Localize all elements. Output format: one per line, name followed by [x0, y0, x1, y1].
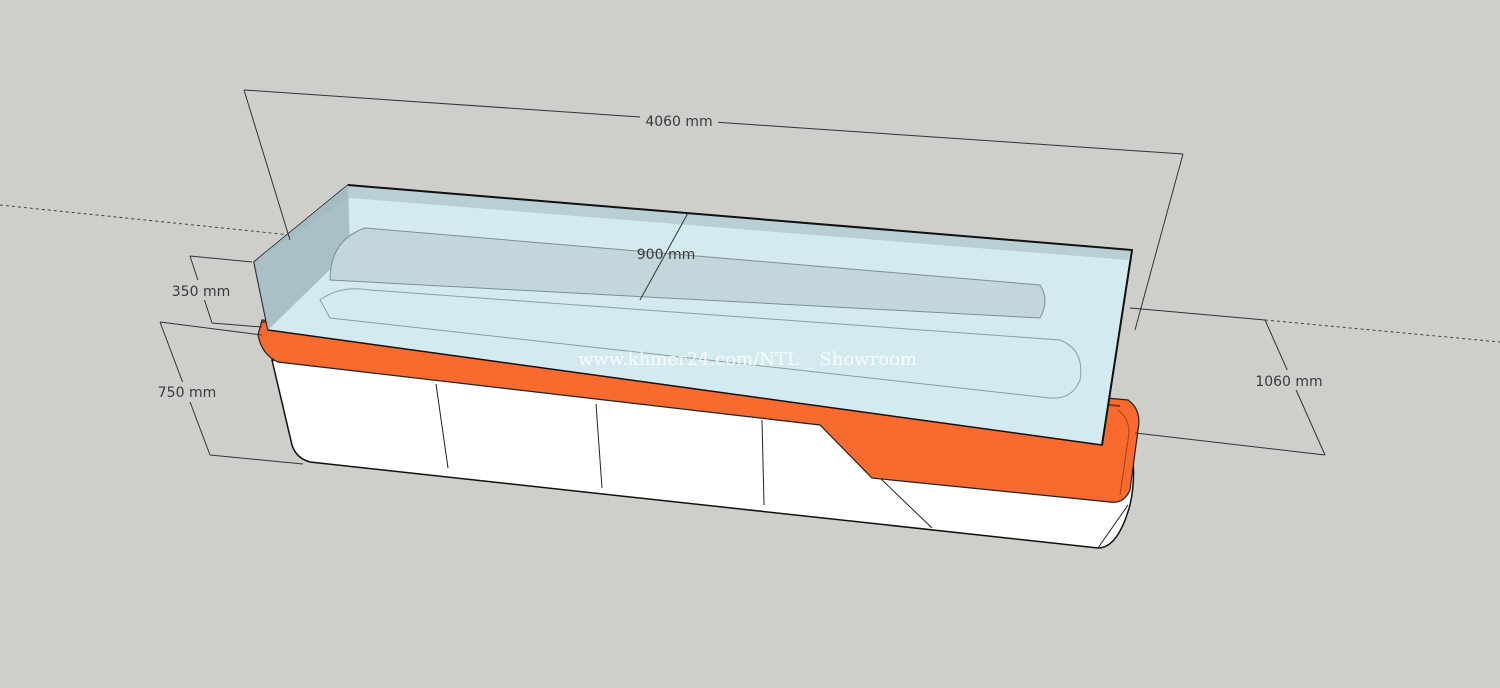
dim-line-depth: [639, 212, 689, 301]
label-bg: [168, 280, 236, 300]
dim-ext-line: [211, 322, 263, 328]
label-bg: [152, 382, 222, 402]
axis-guide-left: [0, 204, 301, 237]
dim-ext-line: [159, 321, 263, 336]
glass-top-face: [254, 185, 1132, 262]
label-bg: [1250, 370, 1328, 390]
cabinet-divider: [435, 383, 449, 469]
label-bg: [640, 110, 718, 132]
dim-label-glass-height: 350 mm: [172, 284, 230, 300]
dim-ext-line: [243, 89, 291, 241]
glass-edge: [347, 184, 1134, 446]
orange-trim-band: [257, 319, 1140, 503]
dim-label-length: 4060 mm: [645, 114, 712, 130]
axis-guide-right: [1264, 319, 1500, 343]
dim-label-depth: 900 mm: [637, 247, 695, 263]
inner-shelf: [329, 227, 1046, 319]
dim-ext-line: [189, 255, 253, 263]
dim-ext-line: [1134, 153, 1184, 331]
dim-label-total-height: 1060 mm: [1255, 374, 1322, 390]
base-edge: [1097, 504, 1129, 549]
dim-ext-line: [1129, 307, 1266, 321]
dim-ext-line: [209, 454, 304, 465]
band-edge: [1117, 409, 1130, 496]
cabinet-divider: [595, 403, 603, 489]
dim-label-base-height: 750 mm: [158, 385, 216, 401]
glass-end-face: [254, 185, 350, 330]
cabinet-divider: [879, 477, 933, 529]
dim-ext-line: [1134, 432, 1326, 456]
display-tray: [319, 288, 1082, 399]
cabinet-divider: [761, 419, 765, 506]
watermark: www.khmer24.com/NTL _ Showroom: [578, 349, 917, 370]
